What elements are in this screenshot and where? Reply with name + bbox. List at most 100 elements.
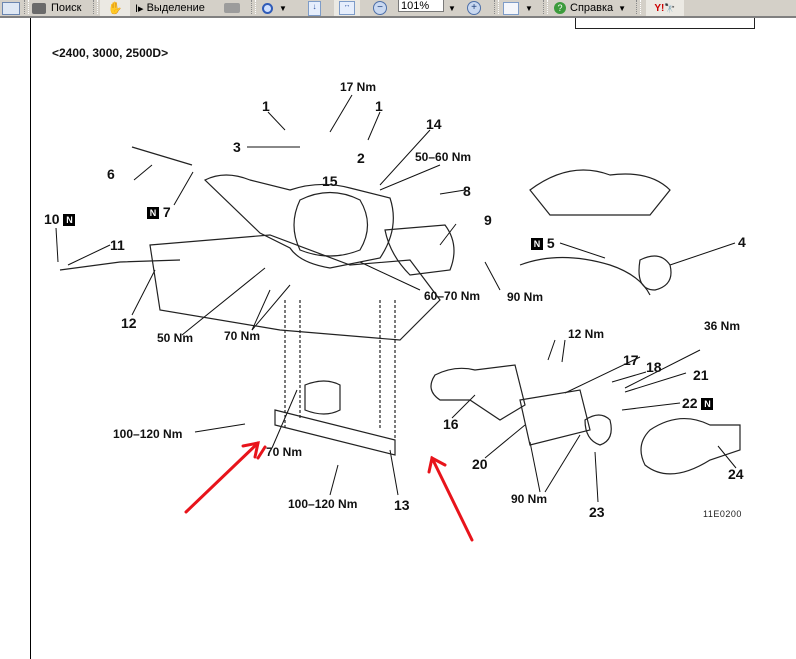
- search-label: Поиск: [51, 2, 82, 14]
- leader-line: [271, 389, 298, 449]
- callout-23: 23: [589, 504, 605, 520]
- leader-line: [484, 424, 526, 459]
- leader-line: [439, 223, 457, 246]
- leader-line: [389, 449, 399, 496]
- leader-line: [529, 441, 541, 493]
- chevron-down-icon: ▼: [448, 3, 456, 13]
- callout-7: N 7: [147, 204, 171, 220]
- callout-6: 6: [107, 166, 115, 182]
- leader-line: [133, 164, 153, 181]
- zoom-tool-button[interactable]: ▼: [262, 0, 287, 16]
- callout-1: 1: [262, 98, 270, 114]
- torque-label: 36 Nm: [704, 319, 741, 333]
- yahoo-button[interactable]: Y!🔭: [646, 0, 684, 16]
- callout-11: 11: [110, 237, 125, 253]
- new-part-icon: N: [531, 238, 543, 251]
- leader-line: [669, 242, 736, 266]
- red-arrow-right-head: [427, 455, 447, 474]
- callout-5: N 5: [531, 235, 555, 251]
- leader-line: [621, 402, 681, 411]
- crossmember-outline: [274, 409, 396, 456]
- leader-line: [251, 284, 291, 331]
- leader-line: [329, 94, 353, 133]
- fit-page-button[interactable]: ↓: [308, 0, 321, 16]
- leader-line: [359, 261, 421, 291]
- torque-label: 100–120 Nm: [288, 497, 358, 511]
- callout-20: 20: [472, 456, 488, 472]
- callout-22: 22 N: [682, 395, 714, 411]
- leader-line: [194, 423, 246, 433]
- toolbar: Поиск ✋ I▸ Выделение ▼ ↓ ↔ − 101% ▼ + ▼ …: [0, 0, 796, 18]
- leader-line: [624, 349, 701, 389]
- red-arrow-left: [184, 441, 260, 514]
- zoom-in-icon: +: [467, 1, 481, 15]
- leader-line: [379, 164, 441, 191]
- cv-boot-outline: [638, 255, 672, 291]
- frame-outline: [284, 300, 396, 440]
- help-button[interactable]: ? Справка ▼: [554, 0, 626, 16]
- torque-label: 50–60 Nm: [415, 150, 472, 164]
- yahoo-icon: Y!: [654, 2, 665, 14]
- zoom-level-dropdown[interactable]: ▼: [448, 0, 456, 16]
- leader-line: [594, 451, 599, 503]
- new-part-icon: N: [63, 214, 76, 227]
- zoom-level-input[interactable]: 101%: [398, 0, 444, 12]
- pages-dropdown-icon[interactable]: ▼: [525, 3, 533, 13]
- callout-17: 17: [623, 352, 639, 368]
- callout-14: 14: [426, 116, 442, 132]
- callout-16: 16: [443, 416, 459, 432]
- callout-3: 3: [233, 139, 241, 155]
- leader-line: [131, 269, 156, 316]
- snapshot-button[interactable]: [224, 0, 240, 16]
- hub-23-outline: [584, 414, 612, 446]
- new-part-icon: N: [147, 207, 159, 220]
- zoom-out-button[interactable]: −: [373, 0, 387, 16]
- leader-line: [67, 244, 111, 266]
- torque-label: 60–70 Nm: [424, 289, 481, 303]
- zoom-tool-dropdown-icon[interactable]: ▼: [279, 3, 287, 13]
- pages-icon: [503, 1, 519, 15]
- leader-line: [367, 111, 381, 141]
- mount-cushion-outline: [304, 380, 341, 415]
- leader-line: [451, 394, 476, 419]
- fit-page-icon: ↓: [308, 0, 321, 16]
- select-tool-button[interactable]: I▸ Выделение: [135, 0, 205, 16]
- leader-line: [251, 289, 271, 331]
- leader-line: [55, 227, 59, 263]
- fit-width-icon: ↔: [339, 1, 355, 15]
- callout-1: 1: [375, 98, 383, 114]
- torque-label: 90 Nm: [511, 492, 548, 506]
- leader-line: [329, 464, 339, 496]
- leader-line: [611, 371, 647, 383]
- help-icon: ?: [554, 2, 566, 14]
- torque-label: 70 Nm: [266, 445, 303, 459]
- callout-2: 2: [357, 150, 365, 166]
- axle-shaft-outline: [131, 146, 193, 166]
- pages-button[interactable]: ▼: [503, 0, 533, 16]
- email-button[interactable]: [2, 0, 20, 16]
- fit-width-button[interactable]: ↔: [334, 0, 360, 16]
- leader-line: [561, 339, 566, 363]
- leader-line: [547, 339, 556, 361]
- torque-label: 70 Nm: [224, 329, 261, 343]
- red-arrow-right: [430, 456, 474, 542]
- select-text-icon: I▸: [135, 2, 144, 15]
- zoom-in-button[interactable]: +: [467, 0, 481, 16]
- engine-block-outline: [149, 234, 441, 341]
- hand-tool-button[interactable]: ✋: [100, 0, 130, 16]
- leader-line: [559, 242, 606, 259]
- leader-line: [484, 261, 501, 291]
- torque-label: 12 Nm: [568, 327, 605, 341]
- new-part-icon: N: [701, 398, 714, 411]
- torque-label: 100–120 Nm: [113, 427, 183, 441]
- torque-label: 17 Nm: [340, 80, 377, 94]
- leader-line: [173, 171, 194, 206]
- callout-15: 15: [322, 173, 338, 189]
- differential-carrier-outline: [203, 174, 394, 269]
- callout-18: 18: [646, 359, 662, 375]
- callout-9: 9: [484, 212, 492, 228]
- search-button[interactable]: Поиск: [32, 0, 81, 16]
- document-heading: <2400, 3000, 2500D>: [52, 46, 169, 60]
- leader-line: [717, 445, 737, 469]
